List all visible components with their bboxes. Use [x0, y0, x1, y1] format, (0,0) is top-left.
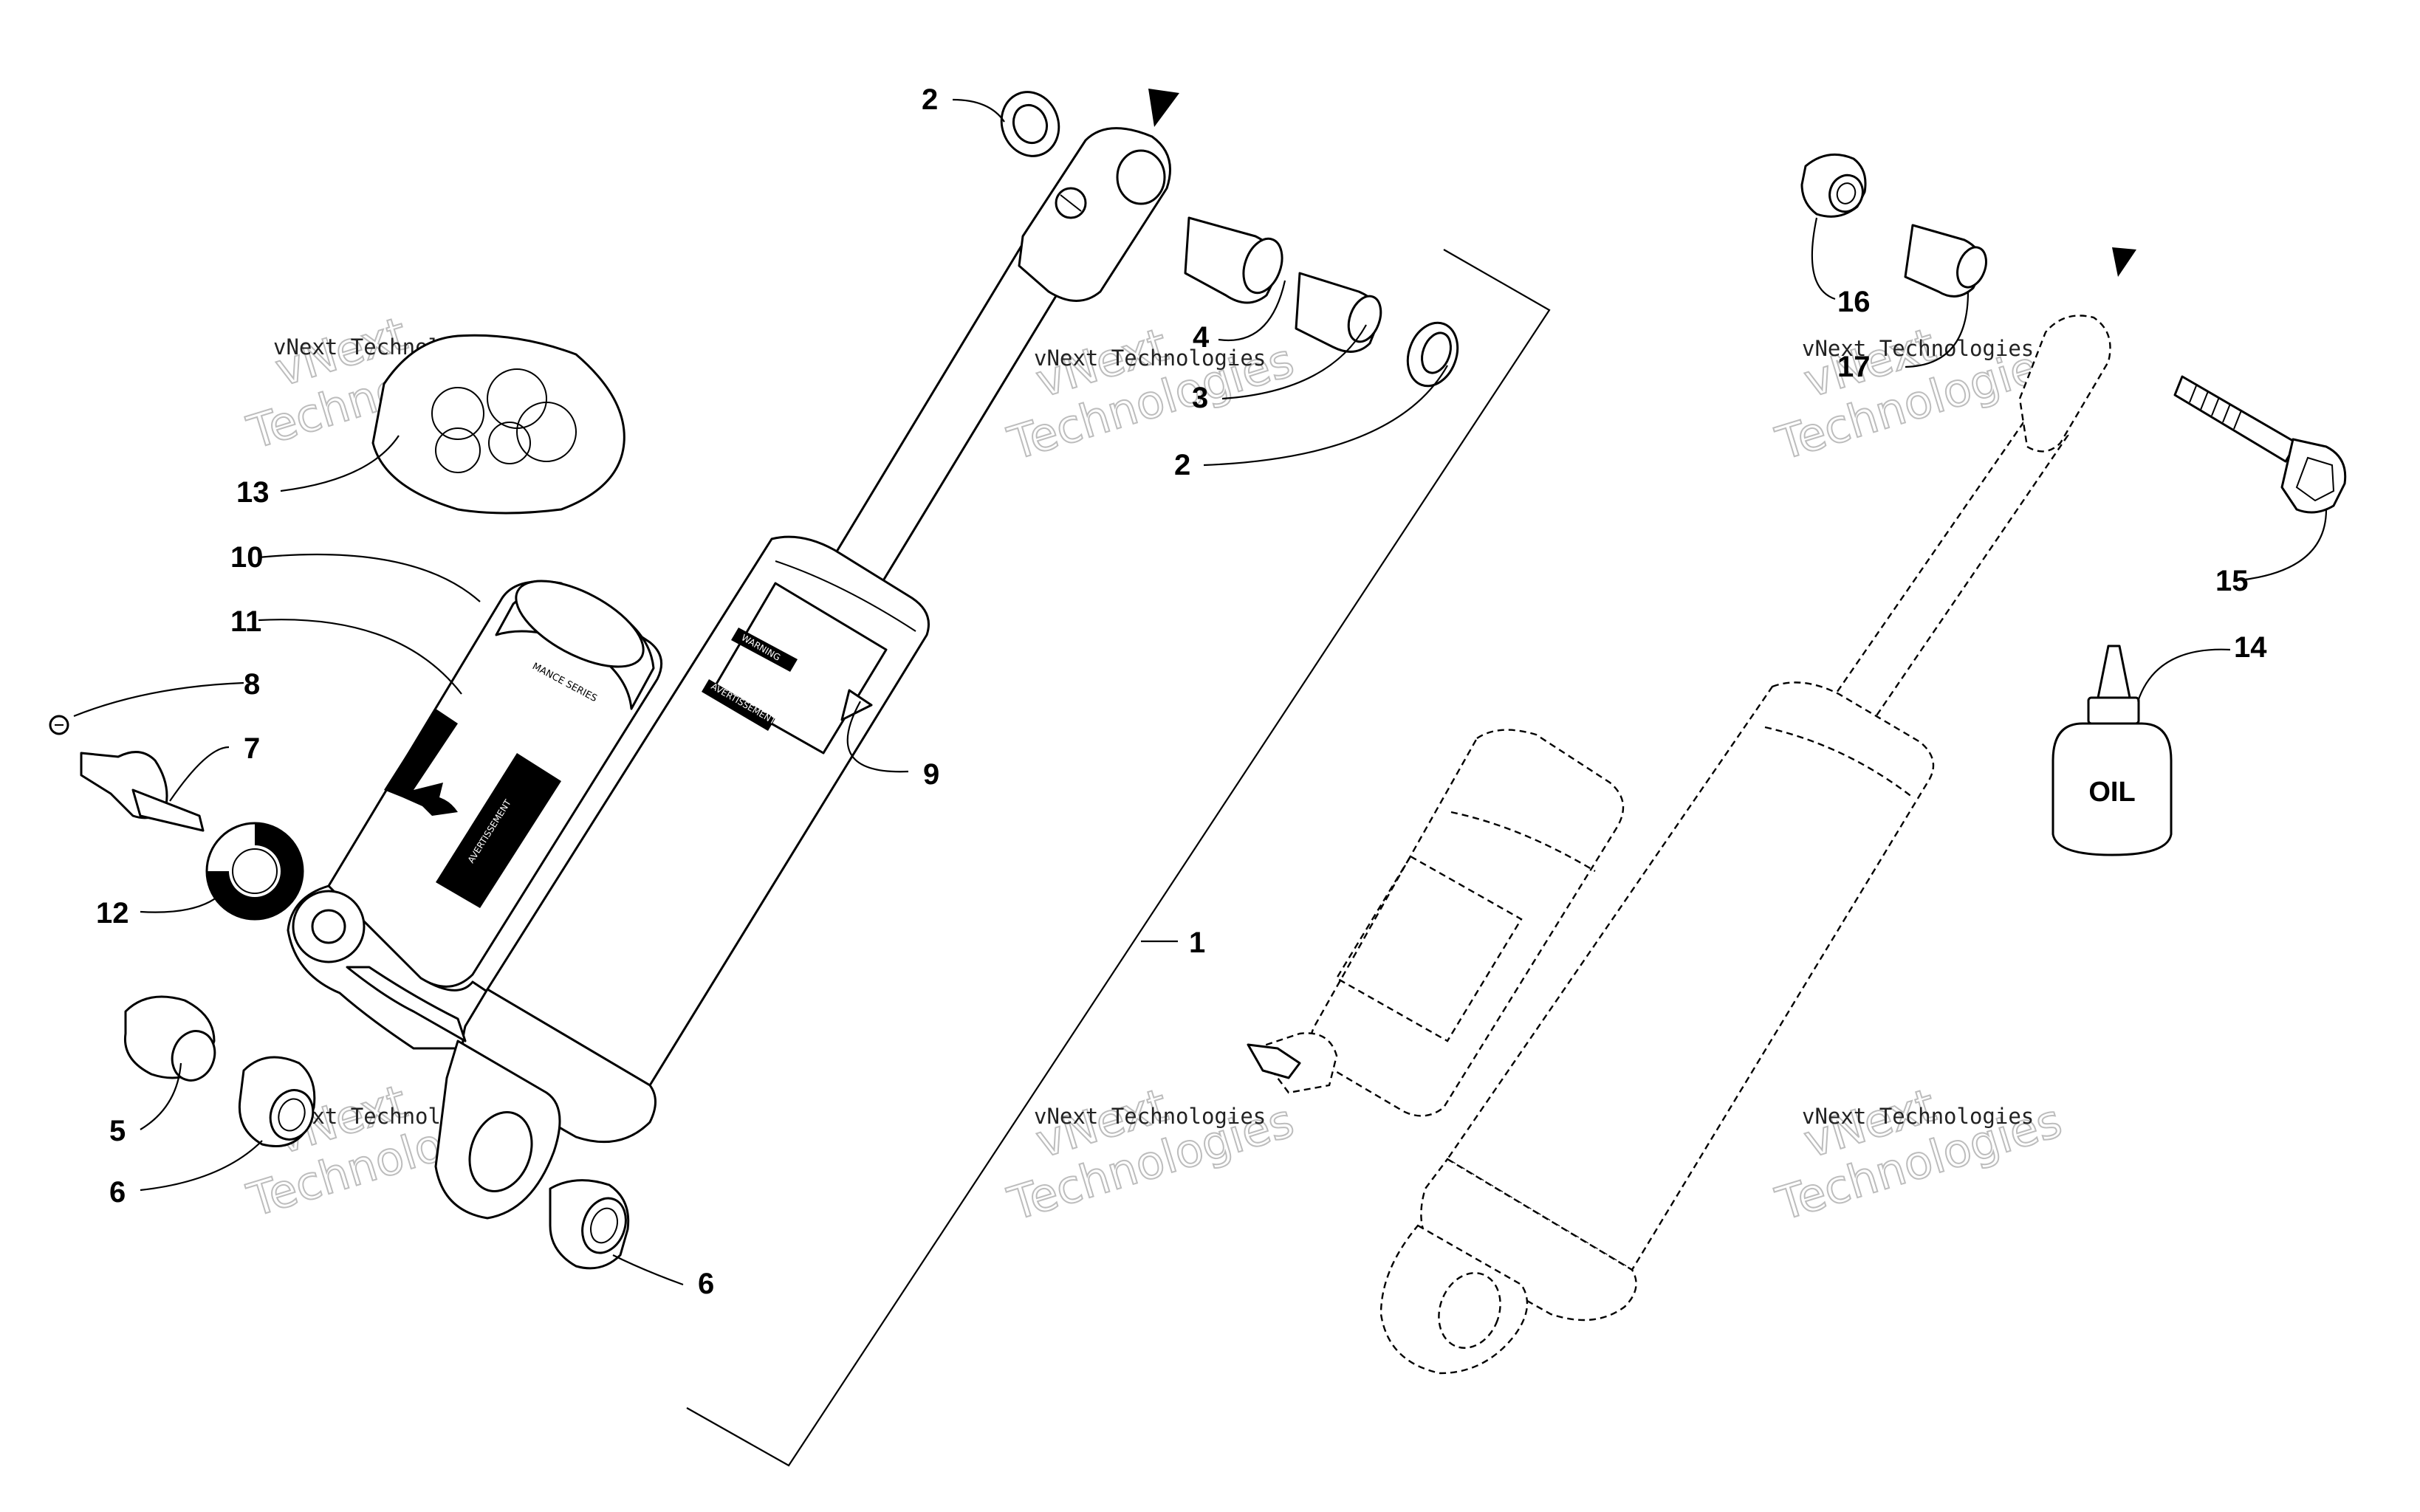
part-2-washer-upper	[1000, 91, 1060, 157]
watermark-bottom-right: vNext Technologies	[1769, 1077, 2068, 1232]
callout-3: 3	[1192, 382, 1208, 414]
part-5-bushing	[123, 995, 216, 1082]
part-7-adjuster-knob	[80, 751, 205, 832]
callout-6-bottom: 6	[698, 1268, 714, 1300]
part-6-spacer-bottom	[549, 1179, 630, 1270]
lower-eyelet-bore	[468, 1111, 533, 1192]
reservoir-bridge	[346, 966, 467, 1042]
callout-9: 9	[923, 758, 939, 791]
callout-5: 5	[109, 1115, 126, 1147]
callout-12: 12	[96, 897, 129, 929]
callout-6-left: 6	[109, 1176, 126, 1209]
watermark-bottom-center: vNext Technologies	[1001, 1077, 1300, 1232]
watermark-small-bottom-center: vNext Technologies	[1034, 1104, 1266, 1129]
upper-eyelet-bore	[1116, 149, 1166, 205]
part-6-spacer-left	[238, 1056, 316, 1147]
reservoir-cap-top	[515, 580, 645, 668]
lower-mount-arrow-marker	[2112, 247, 2136, 277]
callout-13: 13	[236, 476, 270, 509]
installed-reservoir-band	[1450, 811, 1596, 873]
main-body-warning-decal: WARNING AVERTISSEMENT	[702, 582, 888, 755]
installed-adjuster-knob	[1247, 1043, 1301, 1079]
body-top-band	[775, 560, 916, 632]
part-4-bushing	[1184, 216, 1283, 304]
callout-4: 4	[1193, 321, 1210, 354]
installed-reservoir-window	[1335, 855, 1523, 1042]
part-13-seal-kit	[371, 334, 625, 515]
part-3-bushing	[1295, 272, 1382, 353]
callout-10: 10	[230, 541, 264, 574]
callout-2-upper: 2	[922, 83, 938, 116]
callout-11: 11	[230, 605, 261, 638]
installed-upper-eyelet	[2018, 315, 2111, 453]
part-15-bolt	[2173, 375, 2347, 514]
warning-triangle-icon	[840, 689, 873, 721]
callout-7: 7	[244, 732, 260, 765]
part-17-bushing	[1904, 224, 1987, 298]
upper-eyelet-arrow-marker	[1148, 89, 1179, 127]
installed-lower-band	[1420, 1158, 1637, 1322]
callout-17: 17	[1837, 351, 1871, 383]
installed-body-band	[1764, 726, 1913, 798]
callout-1: 1	[1189, 927, 1205, 959]
callout-8: 8	[244, 668, 260, 701]
installed-lower-eyelet-bore	[1438, 1272, 1501, 1349]
part-14-oil-bottle: OIL	[2051, 645, 2173, 856]
shock-absorber-installed-view	[1247, 247, 2136, 1375]
part-2-washer-lower	[1406, 321, 1459, 388]
callout-16: 16	[1837, 286, 1871, 318]
assembly-bracket	[686, 249, 1551, 1467]
callout-2-lower: 2	[1174, 449, 1190, 481]
shock-absorber-exploded: MANCE SERIES AVERTISSEMENT WARNING AVERT…	[287, 89, 1179, 1220]
watermark-small-bottom-right: vNext Technologies	[1802, 1104, 2034, 1129]
oil-bottle-label: OIL	[2088, 777, 2135, 808]
installed-shaft	[1819, 416, 2069, 740]
part-16-lock-nut	[1800, 153, 1867, 218]
set-screw-slot	[1060, 194, 1082, 212]
callout-14: 14	[2234, 631, 2267, 664]
callout-15: 15	[2215, 565, 2249, 597]
part-12-dial-label	[205, 822, 304, 921]
installed-main-body	[1446, 681, 1935, 1271]
watermark-small-top-center: vNext Technologies	[1034, 346, 1266, 371]
fox-logo-decal	[384, 709, 458, 816]
watermark-small-top-right: vNext Technologies	[1802, 336, 2034, 361]
leader-lines	[73, 98, 2328, 1286]
part-8-screw	[49, 715, 69, 735]
adjuster-nut-core	[311, 909, 346, 944]
